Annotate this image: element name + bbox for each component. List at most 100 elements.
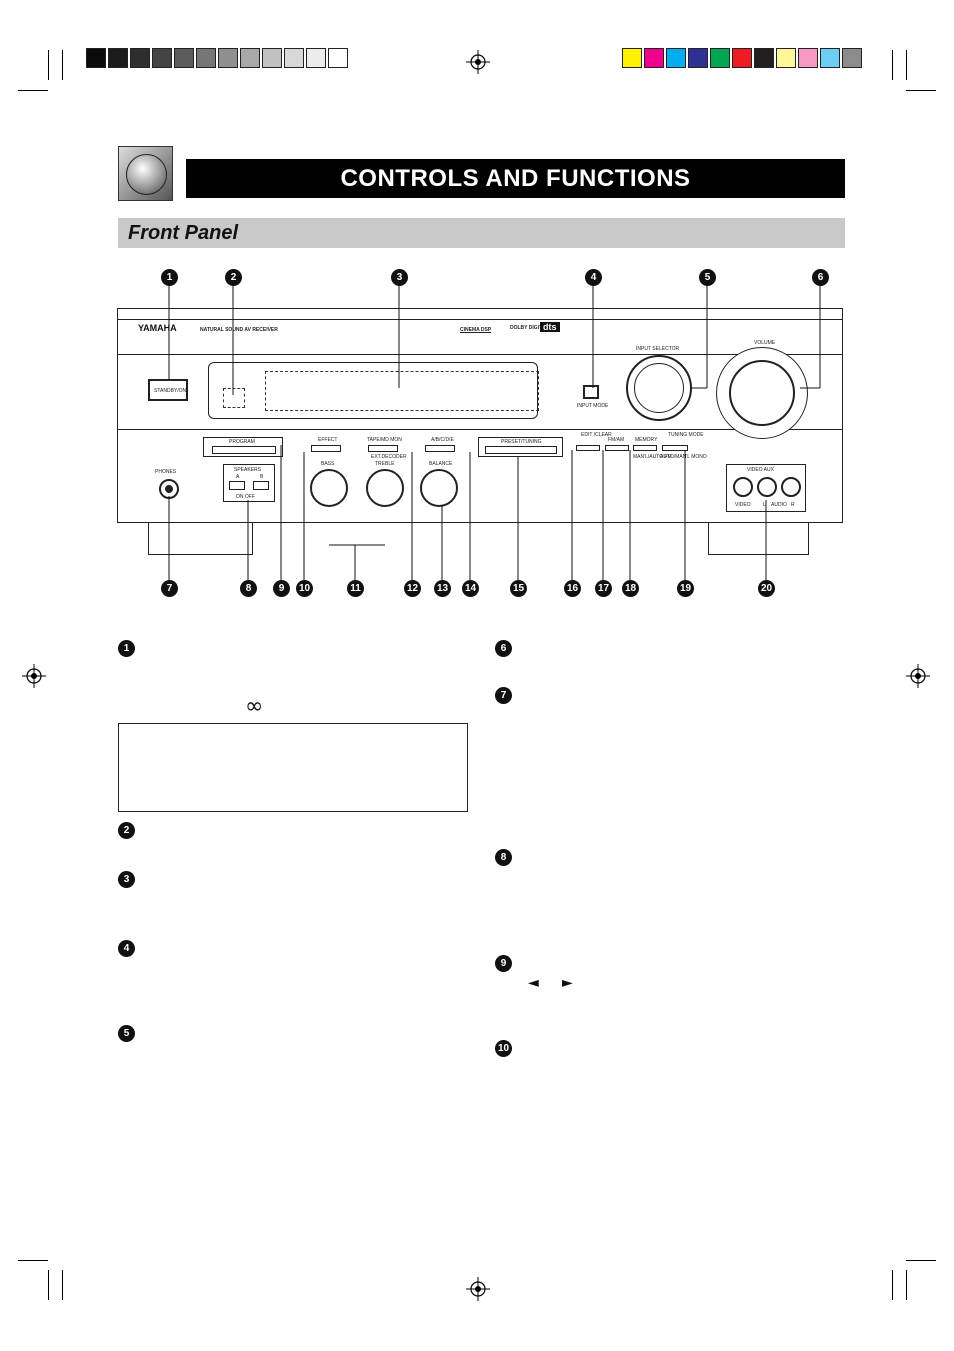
callout-12: 12 (404, 580, 421, 597)
callout-15: 15 (510, 580, 527, 597)
volume-knob[interactable] (716, 347, 808, 439)
chapter-icon (118, 146, 173, 201)
color-swatch (710, 48, 730, 68)
item-3-marker: 3 (118, 871, 135, 888)
treble-knob[interactable] (366, 469, 404, 507)
tuning-mode-button[interactable] (662, 445, 688, 451)
video-aux-audio-l-jack[interactable] (757, 477, 777, 497)
callout-13: 13 (434, 580, 451, 597)
callout-6: 6 (812, 269, 829, 286)
item-10-marker: 10 (495, 1040, 512, 1057)
color-swatch (732, 48, 752, 68)
abcde-button[interactable] (425, 445, 455, 452)
model-text: NATURAL SOUND AV RECEIVER (200, 327, 278, 333)
treble-label: TREBLE (375, 461, 395, 467)
item-1-marker: 1 (118, 640, 135, 657)
gray-swatch (196, 48, 216, 68)
video-aux-video-jack[interactable] (733, 477, 753, 497)
right-arrow-symbol: ► (562, 975, 573, 991)
note-box (118, 723, 468, 812)
callout-5: 5 (699, 269, 716, 286)
color-swatch (666, 48, 686, 68)
input-mode-button[interactable] (583, 385, 599, 399)
callout-1: 1 (161, 269, 178, 286)
color-swatch (798, 48, 818, 68)
preset-tuning-selector[interactable] (485, 446, 557, 454)
callout-14: 14 (462, 580, 479, 597)
callout-11: 11 (347, 580, 364, 597)
gray-swatch (86, 48, 106, 68)
standby-on-button[interactable]: STANDBY/ON (148, 379, 188, 401)
remote-sensor (223, 388, 245, 408)
item-9-marker: 9 (495, 955, 512, 972)
video-aux-audio-r-jack[interactable] (781, 477, 801, 497)
callout-8: 8 (240, 580, 257, 597)
gray-swatch (218, 48, 238, 68)
edit-button[interactable] (576, 445, 600, 451)
tuning-mode-label: TUNING MODE (668, 432, 704, 438)
callout-9: 9 (273, 580, 290, 597)
infinity-symbol: ∞ (245, 694, 264, 719)
title-bar: CONTROLS AND FUNCTIONS (186, 159, 845, 198)
gray-swatch (306, 48, 326, 68)
foot-right (708, 523, 809, 555)
callout-10: 10 (296, 580, 313, 597)
color-swatch (644, 48, 664, 68)
registration-mark-top (466, 50, 490, 74)
callout-4: 4 (585, 269, 602, 286)
preset-tuning-strip: PRESET/TUNING (478, 437, 563, 457)
item-2-marker: 2 (118, 822, 135, 839)
ext-decoder-label: EXT.DECODER (371, 454, 407, 460)
gray-swatch (174, 48, 194, 68)
input-selector-knob[interactable] (626, 355, 692, 421)
input-selector-label: INPUT SELECTOR (636, 346, 680, 352)
speakers-a-button[interactable] (229, 481, 245, 490)
abcde-label: A/B/C/D/E (431, 437, 454, 443)
program-selector[interactable] (212, 446, 276, 454)
item-6-marker: 6 (495, 640, 512, 657)
callout-20: 20 (758, 580, 775, 597)
gray-swatch (240, 48, 260, 68)
item-5-marker: 5 (118, 1025, 135, 1042)
gray-swatch (262, 48, 282, 68)
brand-logo: YAMAHA (138, 323, 177, 333)
front-display (208, 362, 539, 419)
effect-label: EFFECT (318, 437, 338, 443)
color-swatch (776, 48, 796, 68)
balance-label: BALANCE (429, 461, 453, 467)
color-swatch (754, 48, 774, 68)
tape-mon-label: TAPE/MD MON (367, 437, 402, 443)
item-7-marker: 7 (495, 687, 512, 704)
balance-knob[interactable] (420, 469, 458, 507)
effect-button[interactable] (311, 445, 341, 452)
gray-swatch (130, 48, 150, 68)
gray-swatch (152, 48, 172, 68)
memory-label: MEMORY (635, 437, 658, 443)
memory-button[interactable] (633, 445, 657, 451)
color-swatch (842, 48, 862, 68)
page-title: CONTROLS AND FUNCTIONS (340, 164, 691, 192)
manual-label: MAN'L/AUTO FM (633, 454, 672, 460)
cinema-dsp-logo: CINEMA DSP (460, 327, 492, 333)
callout-19: 19 (677, 580, 694, 597)
color-swatch (622, 48, 642, 68)
bass-label: BASS (321, 461, 335, 467)
bass-knob[interactable] (310, 469, 348, 507)
section-title: Front Panel (128, 221, 239, 244)
tape-mon-button[interactable] (368, 445, 398, 452)
dts-logo: dts (540, 322, 560, 332)
receiver-front-panel: YAMAHA NATURAL SOUND AV RECEIVER CINEMA … (117, 308, 843, 523)
gray-swatch (328, 48, 348, 68)
callout-18: 18 (622, 580, 639, 597)
dolby-logo: DOLBY DIGITAL (510, 325, 549, 331)
fm-am-button[interactable] (605, 445, 629, 451)
callout-2: 2 (225, 269, 242, 286)
speakers-b-button[interactable] (253, 481, 269, 490)
left-arrow-symbol: ◄ (528, 975, 539, 991)
color-swatch (820, 48, 840, 68)
callout-7: 7 (161, 580, 178, 597)
callout-3: 3 (391, 269, 408, 286)
foot-left (148, 523, 253, 555)
phones-label: PHONES (155, 469, 177, 475)
volume-label: VOLUME (754, 340, 776, 346)
